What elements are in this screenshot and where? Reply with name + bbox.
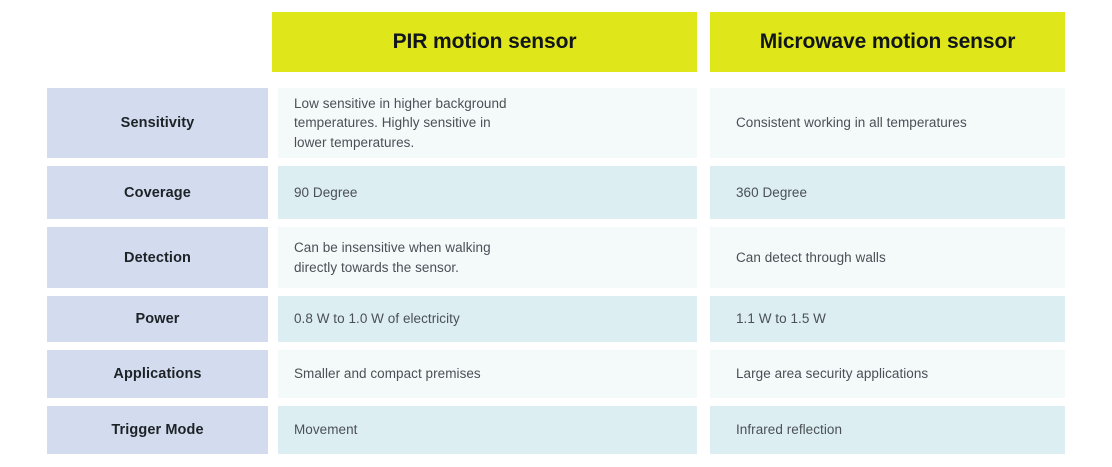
table-row: Applications Smaller and compact premises…	[0, 350, 1112, 398]
row-label-power: Power	[47, 296, 268, 342]
cell-text: Large area security applications	[736, 366, 929, 382]
cell-text: 90 Degree	[294, 184, 358, 200]
cell-text: Can detect through walls	[736, 249, 886, 265]
cell-text: Low sensitive in higher background tempe…	[294, 95, 507, 150]
table-header-row: PIR motion sensor Microwave motion senso…	[0, 12, 1112, 72]
table-row: Sensitivity Low sensitive in higher backg…	[0, 88, 1112, 158]
cell-pir: Movement	[278, 406, 697, 454]
cell-microwave: Consistent working in all temperatures	[710, 88, 1065, 158]
cell-text: 360 Degree	[736, 184, 808, 200]
cell-text: 0.8 W to 1.0 W of electricity	[294, 311, 460, 327]
cell-microwave: 360 Degree	[710, 166, 1065, 219]
cell-microwave: 1.1 W to 1.5 W	[710, 296, 1065, 342]
cell-pir: Smaller and compact premises	[278, 350, 697, 398]
column-header-pir: PIR motion sensor	[272, 12, 697, 72]
row-label-sensitivity: Sensitivity	[47, 88, 268, 158]
cell-microwave: Large area security applications	[710, 350, 1065, 398]
table-row: Power 0.8 W to 1.0 W of electricity 1.1 W …	[0, 296, 1112, 342]
table-row: Trigger Mode Movement Infrared reflection	[0, 406, 1112, 454]
cell-microwave: Infrared reflection	[710, 406, 1065, 454]
table-row: Coverage 90 Degree 360 Degree	[0, 166, 1112, 219]
row-label-trigger-mode: Trigger Mode	[47, 406, 268, 454]
header-corner-spacer	[47, 12, 268, 72]
cell-text: 1.1 W to 1.5 W	[736, 311, 826, 327]
cell-pir: Low sensitive in higher background tempe…	[278, 88, 697, 158]
cell-pir: 0.8 W to 1.0 W of electricity	[278, 296, 697, 342]
cell-pir: Can be insensitive when walking directly…	[278, 227, 697, 288]
row-label-detection: Detection	[47, 227, 268, 288]
cell-text: Consistent working in all temperatures	[736, 115, 967, 131]
cell-pir: 90 Degree	[278, 166, 697, 219]
row-label-applications: Applications	[47, 350, 268, 398]
table-row: Detection Can be insensitive when walking…	[0, 227, 1112, 288]
cell-text: Infrared reflection	[736, 422, 843, 438]
column-header-microwave: Microwave motion sensor	[710, 12, 1065, 72]
cell-microwave: Can detect through walls	[710, 227, 1065, 288]
row-label-coverage: Coverage	[47, 166, 268, 219]
cell-text: Smaller and compact premises	[294, 366, 481, 382]
cell-text: Movement	[294, 422, 358, 438]
cell-text: Can be insensitive when walking directly…	[294, 239, 491, 275]
